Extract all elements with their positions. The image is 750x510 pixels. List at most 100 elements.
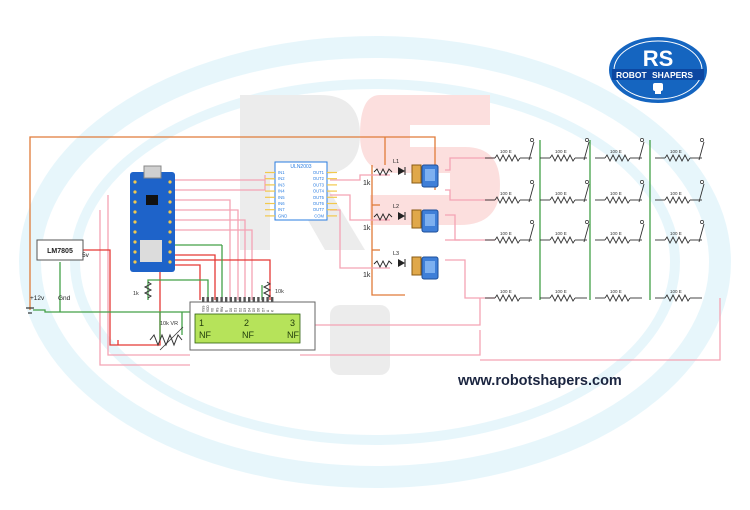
lcd-col-3: 3 [290,318,295,328]
led-resistor [373,259,393,269]
led-resistor-label: 1k [363,225,371,232]
lcd-pin-label: VDD [206,305,210,312]
lcd-pin-label: K [271,309,275,312]
lcd-pin-label: D1 [234,308,238,312]
lcd-pin [257,297,260,302]
driver-output-label: COM [314,213,324,218]
regulator-out-label: 5v [82,252,90,259]
led-resistor [373,212,393,222]
load-resistor: 100 E [485,289,532,303]
relay-channel: L2 1k [363,204,439,233]
pull-resistor-label: 10k [275,289,284,295]
load-resistor: 100 E [655,149,702,163]
switch-icon [528,220,535,243]
voltage-regulator: LM7805 5v [36,239,90,261]
lcd-pin [229,297,232,302]
driver-title: ULN2003 [290,164,311,170]
switch-icon [638,220,645,243]
switch-icon [698,180,705,203]
load-resistor-label: 100 E [555,149,567,154]
tx-resistor-label: 1k [133,291,139,297]
switch-icon [528,138,535,161]
relay-led-label: L1 [393,159,399,165]
load-resistor: 100 E [595,231,642,245]
potentiometer-label: 10k VR [160,321,178,327]
tx-resistor: 1k [133,281,153,299]
lcd-pin [238,297,242,302]
load-resistor: 100 E [540,191,587,205]
load-resistor-label: 100 E [500,289,512,294]
switch-icon [583,220,590,243]
lcd-col-2: 2 [244,318,249,328]
lcd-val-2: NF [242,330,254,340]
load-resistor: 100 E [655,231,702,245]
load-resistor-label: 100 E [610,231,622,236]
lcd-pin-label: E [225,310,229,312]
lcd-pin-label: RS [215,308,219,312]
potentiometer: 10k VR [149,321,184,351]
relay-channel: L1 1k [363,159,439,188]
load-resistor: 100 E [485,149,532,163]
switch-icon [698,220,705,243]
driver-output-label: OUT7 [313,207,325,212]
led-diode-icon [398,167,405,175]
load-resistor-label: 100 E [670,289,682,294]
load-resistor-label: 100 E [555,231,567,236]
load-resistor-label: 100 E [670,149,682,154]
lcd-pin [248,297,251,302]
lcd-pin [211,297,214,302]
logo-name-left: ROBOT [616,70,648,80]
load-resistor-label: 100 E [670,231,682,236]
website-url: www.robotshapers.com [457,373,622,389]
supply-voltage-label: +12v [30,295,45,302]
load-grid: 100 E 100 E 100 E 100 E 100 E 100 E 100 E 100 E… [485,138,705,303]
driver-output-label: OUT4 [313,189,325,194]
pull-resistor: 10k [262,281,284,299]
led-diode-icon [398,259,405,267]
lcd-pin [252,297,255,302]
lcd-pin-label: D4 [248,308,252,312]
load-resistor: 100 E [485,231,532,245]
lcd-pin [220,297,223,302]
load-resistor: 100 E [540,289,587,303]
load-resistor-label: 100 E [555,289,567,294]
lcd-val-1: NF [199,330,211,340]
lcd-pin [206,297,209,302]
driver-output-label: OUT3 [313,182,325,187]
lcd-pin-label: D7 [261,308,265,312]
driver-input-label: IN5 [278,195,285,200]
load-resistor: 100 E [540,231,587,245]
relay-led-label: L2 [393,204,399,210]
led-resistor-label: 1k [363,180,371,187]
lcd-pin [225,297,228,302]
lcd-pin-label: D0 [229,308,233,312]
driver-output-label: OUT5 [313,195,325,200]
switch-icon [638,138,645,161]
switch-icon [583,138,590,161]
load-resistor-label: 100 E [500,149,512,154]
load-resistor-label: 100 E [670,191,682,196]
watermark [19,36,731,488]
lcd-pin-label: D5 [252,308,256,312]
switch-icon [528,180,535,203]
power-supply: +12v Gnd [26,295,71,314]
switch-icon [698,138,705,161]
robot-icon [653,83,663,94]
lcd-val-3: NF [287,330,299,340]
logo-monogram: RS [643,46,674,71]
lcd-pin [243,297,246,302]
lcd-pin [261,297,265,302]
lcd-pin-label: V0 [211,308,215,312]
ground-label: Gnd [58,295,71,302]
load-resistor: 100 E [655,289,702,303]
load-resistor-label: 100 E [610,149,622,154]
relay-diode [411,256,422,276]
driver-input-label: IN6 [278,201,285,206]
lcd-pin-label: D6 [257,308,261,312]
switch-icon [583,180,590,203]
driver-pins: IN1IN2IN3IN4IN5IN6IN7GNDOUT1OUT2OUT3OUT4… [265,170,337,218]
